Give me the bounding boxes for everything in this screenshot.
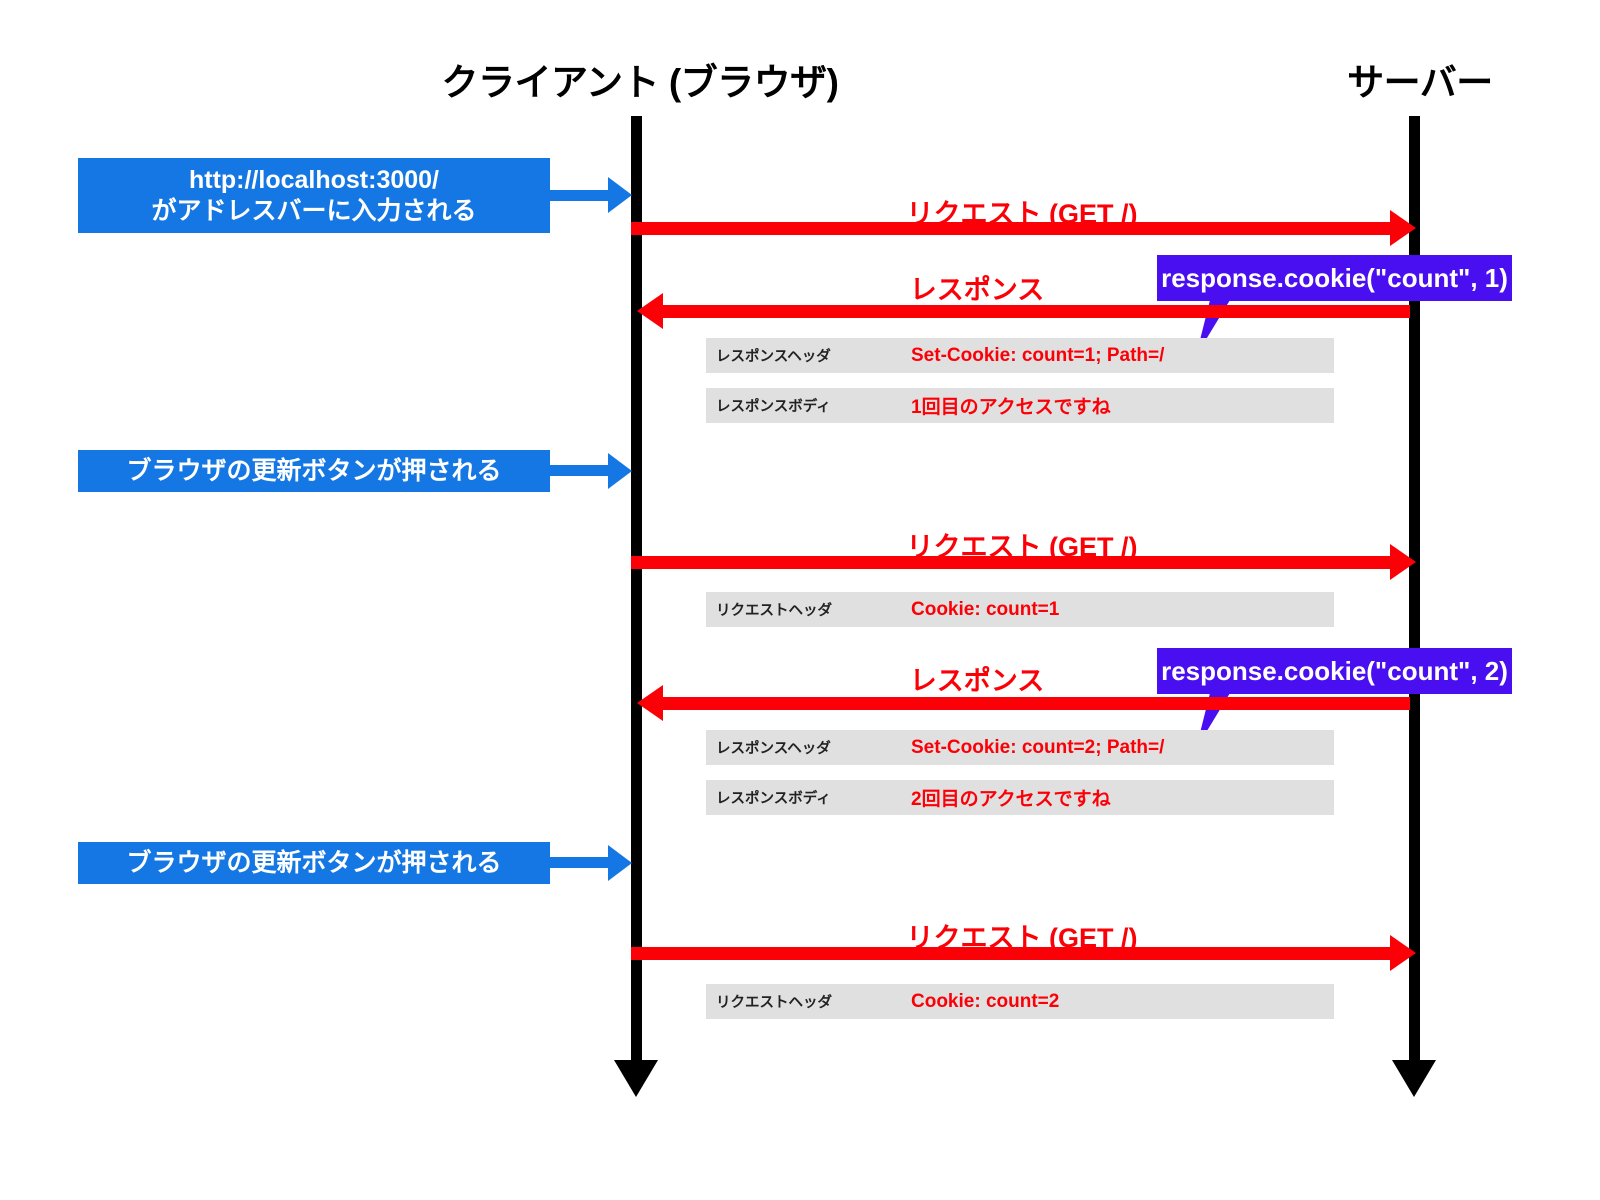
note-connector-shaft-1 [550,190,614,201]
detail-value: Cookie: count=1 [911,598,1060,620]
participant-label-server: サーバー [1347,62,1493,103]
message-arrow-icon-request-3 [1390,935,1416,971]
callout-response-cookie-2: response.cookie("count", 2) [1157,648,1512,694]
note-connector-arrow-icon-2 [608,453,632,489]
detail-value: Set-Cookie: count=1; Path=/ [911,344,1165,366]
message-arrow-icon-request-2 [1390,544,1416,580]
note-url-entered-line1: http://localhost:3000/ [188,166,440,194]
message-line-request-2 [631,556,1396,569]
note-reload-pressed-2-line1: ブラウザの更新ボタンが押される [126,848,502,877]
note-connector-shaft-3 [550,857,614,868]
message-label-response-1: レスポンス [909,275,1045,305]
message-line-request-1 [631,222,1396,235]
detail-value: 2回目のアクセスですね [911,789,1111,810]
detail-row: レスポンスヘッダ Set-Cookie: count=2; Path=/ [706,730,1334,765]
callout-response-cookie-1: response.cookie("count", 1) [1157,255,1512,301]
lifeline-server [1409,116,1420,1066]
detail-row: レスポンスヘッダ Set-Cookie: count=1; Path=/ [706,338,1334,373]
message-line-request-3 [631,947,1396,960]
detail-row: レスポンスボディ 1回目のアクセスですね [706,388,1334,423]
note-connector-arrow-icon-1 [608,177,632,213]
note-reload-pressed-1-line1: ブラウザの更新ボタンが押される [126,456,502,485]
note-connector-arrow-icon-3 [608,845,632,881]
message-arrow-icon-response-2 [637,685,663,721]
detail-row: リクエストヘッダ Cookie: count=1 [706,592,1334,627]
detail-value: 1回目のアクセスですね [911,397,1111,418]
detail-row: リクエストヘッダ Cookie: count=2 [706,984,1334,1019]
detail-key: レスポンスヘッダ [716,741,831,757]
note-url-entered: http://localhost:3000/ がアドレスバーに入力される [78,158,550,233]
lifeline-client [631,116,642,1066]
note-reload-pressed-1: ブラウザの更新ボタンが押される [78,450,550,492]
detail-key: リクエストヘッダ [716,995,832,1011]
message-line-response-1 [657,305,1410,318]
note-connector-shaft-2 [550,465,614,476]
lifeline-server-arrow-icon [1392,1060,1436,1097]
message-arrow-icon-request-1 [1390,210,1416,246]
detail-key: レスポンスボディ [716,791,831,807]
message-line-response-2 [657,697,1410,710]
detail-key: レスポンスボディ [716,399,831,415]
detail-key: レスポンスヘッダ [716,349,831,365]
lifeline-client-arrow-icon [614,1060,658,1097]
note-url-entered-line2: がアドレスバーに入力される [151,196,477,225]
message-arrow-icon-response-1 [637,293,663,329]
detail-key: リクエストヘッダ [716,603,832,619]
detail-value: Set-Cookie: count=2; Path=/ [911,736,1165,758]
note-reload-pressed-2: ブラウザの更新ボタンが押される [78,842,550,884]
detail-value: Cookie: count=2 [911,990,1060,1012]
message-label-response-2: レスポンス [909,666,1045,696]
participant-label-client: クライアント (ブラウザ) [441,62,839,103]
detail-row: レスポンスボディ 2回目のアクセスですね [706,780,1334,815]
